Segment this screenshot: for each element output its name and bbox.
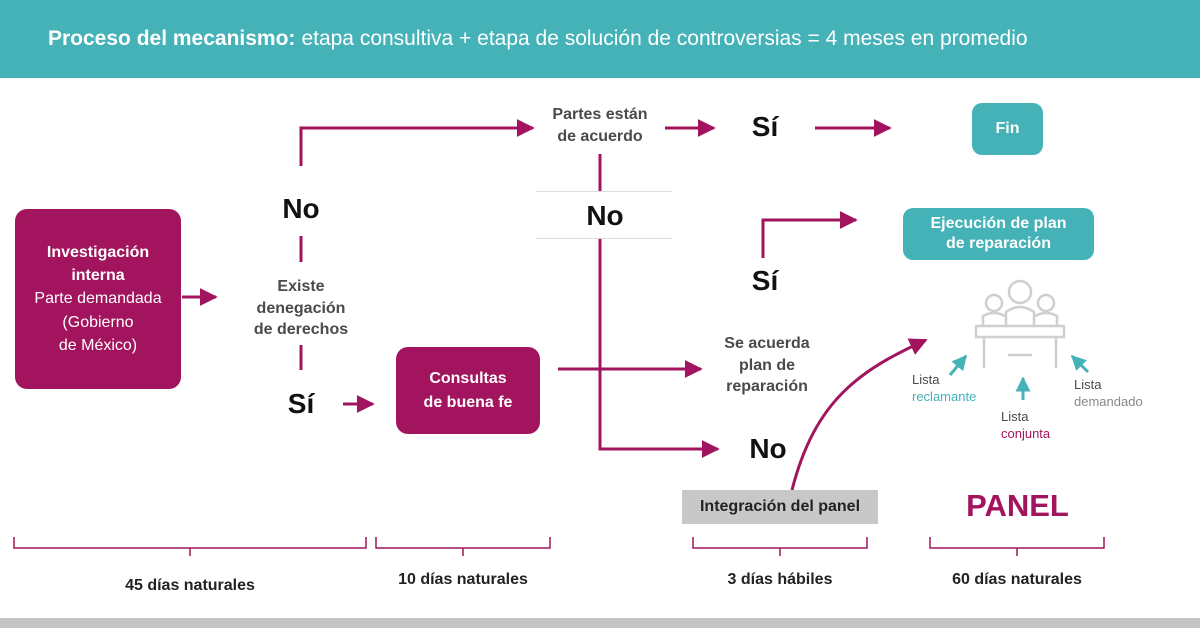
answer-si-top: Sí bbox=[751, 111, 779, 142]
lista-conjunta: Lista conjunta bbox=[1001, 409, 1050, 443]
plan-agreed-line-2: plan de bbox=[738, 356, 795, 374]
answer-no-top: No bbox=[282, 193, 320, 224]
investigation-party: Parte demandada bbox=[34, 290, 162, 308]
answer-si-mid: Sí bbox=[751, 265, 779, 296]
lista-demandado-1: Lista bbox=[1074, 377, 1102, 392]
header-title: Proceso del mecanismo: bbox=[48, 27, 296, 50]
investigation-box: Investigación interna Parte demandada (G… bbox=[15, 209, 181, 389]
plan-agreed-line-3: reparación bbox=[726, 378, 808, 396]
denial-question: Existe denegación de derechos bbox=[236, 276, 366, 341]
lista-demandado-2: demandado bbox=[1074, 393, 1143, 409]
denial-line-2: denegación bbox=[256, 299, 346, 317]
plan-agreed-line-1: Se acuerda bbox=[724, 335, 810, 352]
ejecucion-line-1: Ejecución de plan bbox=[930, 215, 1067, 232]
denial-line-1: Existe bbox=[277, 278, 325, 295]
lista-reclamante-1: Lista bbox=[912, 372, 940, 387]
duration-60: 60 días naturales bbox=[952, 571, 1082, 588]
plan-agreed: Se acuerda plan de reparación bbox=[700, 333, 834, 398]
denial-line-3: de derechos bbox=[253, 321, 349, 339]
answer-no-middle: No bbox=[586, 200, 624, 231]
panel-table-icon bbox=[974, 279, 1066, 368]
answer-no-bottom: No bbox=[749, 433, 787, 464]
investigation-title-2: interna bbox=[71, 267, 125, 285]
investigation-title-1: Investigación bbox=[46, 244, 150, 262]
agreement-line-2: de acuerdo bbox=[557, 127, 643, 145]
agreement-question: Partes están de acuerdo bbox=[535, 104, 665, 147]
duration-45: 45 días naturales bbox=[125, 577, 255, 594]
fin-label: Fin bbox=[995, 120, 1020, 138]
header-subtitle: etapa consultiva + etapa de solución de … bbox=[301, 27, 1028, 50]
arrow-integracion-panel bbox=[790, 338, 928, 491]
arrow-si-ejecucion bbox=[761, 211, 858, 258]
investigation-gov-2: de México) bbox=[58, 336, 138, 354]
timeline-braces bbox=[13, 537, 1105, 556]
lista-conjunta-2: conjunta bbox=[1001, 425, 1051, 441]
arrow-no-to-no bbox=[598, 238, 720, 458]
consultas-line-2: de buena fe bbox=[423, 393, 513, 411]
lista-reclamante-2: reclamante bbox=[912, 388, 977, 404]
investigation-gov-1: (Gobierno bbox=[62, 313, 134, 331]
panel-title: PANEL bbox=[966, 488, 1069, 523]
header-banner: Proceso del mecanismo: etapa consultiva … bbox=[0, 0, 1200, 78]
lista-reclamante: Lista reclamante bbox=[912, 372, 976, 406]
consultas-line-1: Consultas bbox=[429, 370, 507, 388]
answer-si-bottom: Sí bbox=[287, 388, 315, 419]
duration-10: 10 días naturales bbox=[398, 571, 528, 588]
ejecucion-box: Ejecución de plan de reparación bbox=[903, 208, 1094, 260]
agreement-line-1: Partes están bbox=[552, 106, 648, 123]
fin-box: Fin bbox=[972, 103, 1043, 155]
lista-demandado: Lista demandado bbox=[1074, 377, 1143, 411]
lista-conjunta-1: Lista bbox=[1001, 409, 1029, 424]
footer-bar bbox=[0, 618, 1200, 628]
ejecucion-line-2: de reparación bbox=[946, 235, 1051, 252]
consultas-box: Consultas de buena fe bbox=[396, 347, 540, 434]
duration-3: 3 días hábiles bbox=[727, 571, 833, 588]
arrow-reclamante bbox=[948, 354, 968, 376]
arrow-demandado bbox=[1070, 354, 1090, 374]
integracion-band: Integración del panel bbox=[682, 490, 878, 524]
no-middle-band bbox=[536, 191, 672, 239]
arrow-no-to-agreement bbox=[299, 119, 535, 166]
